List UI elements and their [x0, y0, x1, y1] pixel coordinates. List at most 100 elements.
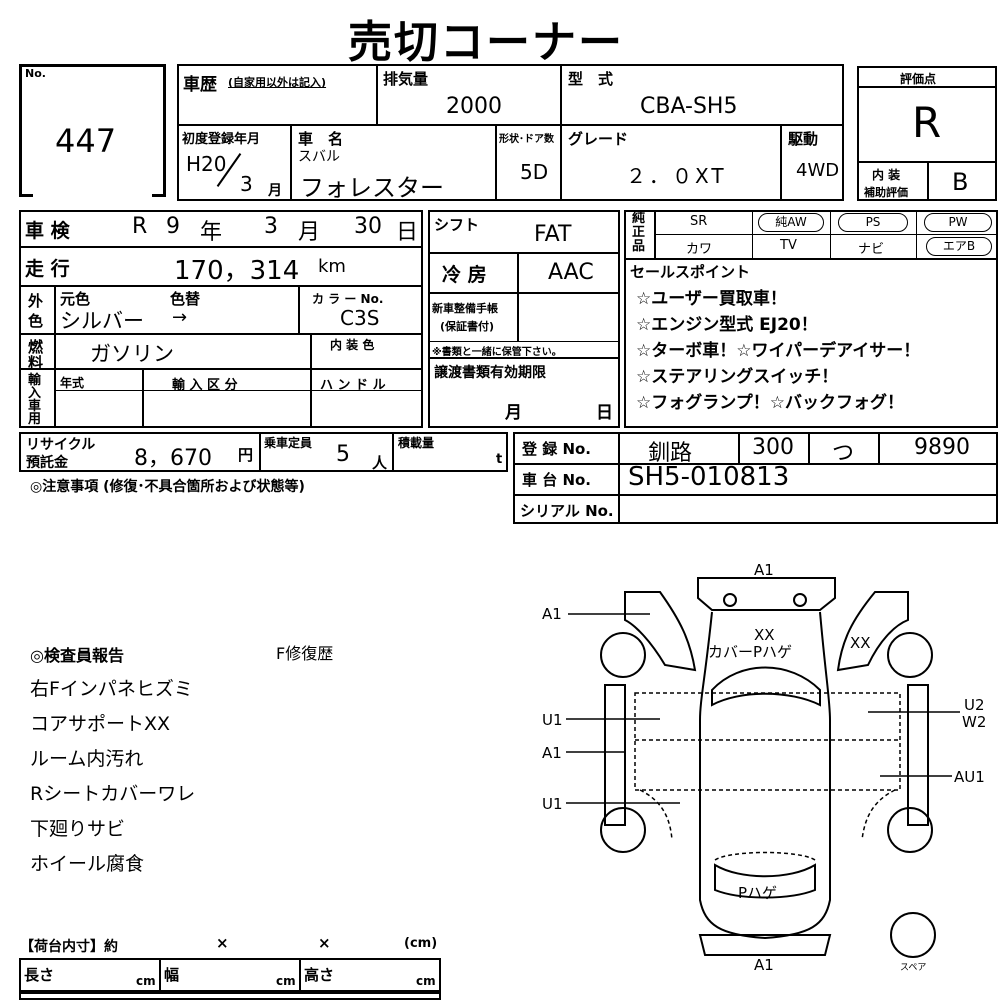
interior-color-label: 内 装 色 — [330, 338, 375, 352]
first-reg-label: 初度登録年月 — [182, 132, 261, 147]
vehicle-info-grid — [177, 64, 844, 201]
color-arrow: → — [172, 307, 188, 328]
interior-label-1: 内 装 — [872, 168, 901, 182]
chassis-label: 車 台 No. — [522, 471, 592, 489]
cargo-width: 幅 — [164, 966, 180, 984]
label-front-top: A1 — [754, 561, 774, 579]
drive-label: 駆動 — [788, 130, 819, 148]
reg-class: 300 — [752, 435, 794, 460]
equip-sr: SR — [690, 214, 708, 229]
equipment-label: 純正品 — [632, 211, 646, 254]
car-maker: スバル — [298, 149, 340, 165]
color-label-1: 外 — [28, 292, 44, 310]
equip-airbag: エアB — [926, 237, 992, 256]
capacity-value: 5 — [336, 442, 350, 467]
car-name-value: フォレスター — [300, 174, 444, 202]
orig-color-label: 元色 — [60, 290, 91, 308]
label-hood-2: カバーPハゲ — [708, 643, 792, 661]
fuel-value: ガソリン — [90, 342, 174, 366]
displacement-label: 排気量 — [383, 70, 429, 88]
inspection-label: 車 検 — [25, 220, 70, 242]
inspector-item: ルーム内汚れ — [30, 748, 144, 770]
label-right-w2: W2 — [962, 713, 986, 731]
inspector-title: ◎検査員報告 — [30, 646, 124, 665]
cargo-unit: (cm) — [404, 936, 438, 951]
reg-area: 釧路 — [648, 441, 693, 466]
history-label: 車歴 — [183, 75, 217, 95]
interior-label-2: 補助評価 — [864, 186, 908, 199]
label-right-fender: XX — [850, 634, 871, 652]
inspection-month-unit: 月 — [298, 220, 321, 245]
ac-label: 冷 房 — [442, 264, 487, 286]
color-code-value: C3S — [340, 306, 380, 330]
lot-label: No. — [25, 67, 46, 80]
label-left-rear-u: U1 — [542, 795, 563, 813]
grade-label: グレード — [568, 130, 629, 148]
import-label: 輸入車用 — [28, 373, 42, 427]
cargo-length-cm: cm — [136, 974, 156, 988]
lot-number: 447 — [55, 122, 117, 160]
score-label: 評価点 — [900, 72, 937, 86]
load-unit: t — [496, 452, 503, 467]
change-color-label: 色替 — [170, 290, 201, 308]
notes-title: ◎注意事項 (修復･不具合箇所および状態等) — [30, 479, 305, 495]
inspection-era: R — [132, 214, 148, 239]
sales-point: ☆ターボ車！☆ワイパーデアイサー！ — [636, 341, 921, 361]
equip-power-window: PW — [924, 213, 992, 232]
mileage-unit: km — [318, 256, 346, 277]
recycle-value: 8，670 — [134, 446, 212, 471]
registration-grid — [513, 432, 998, 524]
docs-day: 日 — [596, 403, 613, 423]
inspector-item: Rシートカバーワレ — [30, 783, 196, 805]
score-value: R — [912, 98, 942, 147]
mileage-label: 走 行 — [25, 258, 70, 280]
equip-leather: カワ — [686, 242, 713, 257]
model-value: CBA-SH5 — [640, 94, 738, 119]
equip-power-steering: PS — [838, 213, 908, 232]
cargo-grid — [19, 958, 441, 992]
label-left-mid-u: U1 — [542, 711, 563, 729]
import-year-label: 年式 — [60, 376, 85, 390]
reg-kana: つ — [832, 441, 855, 466]
import-class-label: 輸 入 区 分 — [172, 378, 238, 393]
shift-value: FAT — [534, 222, 572, 247]
label-hood-1: XX — [754, 626, 775, 644]
recycle-label-2: 預託金 — [26, 455, 68, 471]
fuel-label-1: 燃 — [28, 338, 44, 356]
cargo-x2: × — [318, 934, 331, 952]
history-note: (自家用以外は記入) — [228, 76, 327, 89]
cargo-title: 【荷台内寸】約 — [20, 939, 118, 955]
maintenance-note: ※書類と一緒に保管下さい。 — [432, 347, 562, 358]
inspection-day-unit: 日 — [396, 220, 419, 245]
car-diagram: A1 A1 U1 A1 U1 XX カバーPハゲ XX U2 W2 AU1 Pハ… — [542, 561, 986, 974]
inspection-year-unit: 年 — [200, 220, 223, 245]
cargo-height-cm: cm — [416, 974, 436, 988]
maintenance-label-2: (保証書付) — [440, 320, 495, 333]
recycle-unit: 円 — [238, 446, 254, 464]
recycle-grid — [19, 432, 508, 472]
car-name-label: 車 名 — [298, 130, 344, 148]
equip-alloy-wheel: 純AW — [758, 213, 824, 232]
equip-navi: ナビ — [858, 242, 885, 257]
recycle-label-1: リサイクル — [26, 437, 96, 453]
ac-value: AAC — [548, 260, 594, 285]
fuel-label-2: 料 — [28, 354, 44, 372]
equipment-grid — [624, 210, 998, 428]
first-reg-month-unit: 月 — [268, 183, 282, 199]
load-label: 積載量 — [398, 436, 435, 450]
model-label: 型 式 — [568, 70, 614, 88]
first-reg-era: H20 — [186, 152, 227, 176]
sales-point: ☆ステアリングスイッチ！ — [636, 367, 839, 387]
inspector-item: ホイール腐食 — [30, 853, 145, 875]
sales-point: ☆ユーザー買取車！ — [636, 289, 787, 309]
cargo-x1: × — [216, 934, 229, 952]
label-rear: Pハゲ — [738, 884, 777, 902]
color-label-2: 色 — [28, 312, 44, 330]
inspector-item: 右Fインパネヒズミ — [30, 678, 193, 700]
cargo-width-cm: cm — [276, 974, 296, 988]
sales-point: ☆フォグランプ！☆バックフォグ！ — [636, 393, 904, 413]
interior-score: B — [952, 168, 969, 196]
serial-label: シリアル No. — [520, 502, 614, 520]
shift-label: シフト — [434, 216, 480, 234]
inspection-year: 9 — [166, 214, 180, 239]
